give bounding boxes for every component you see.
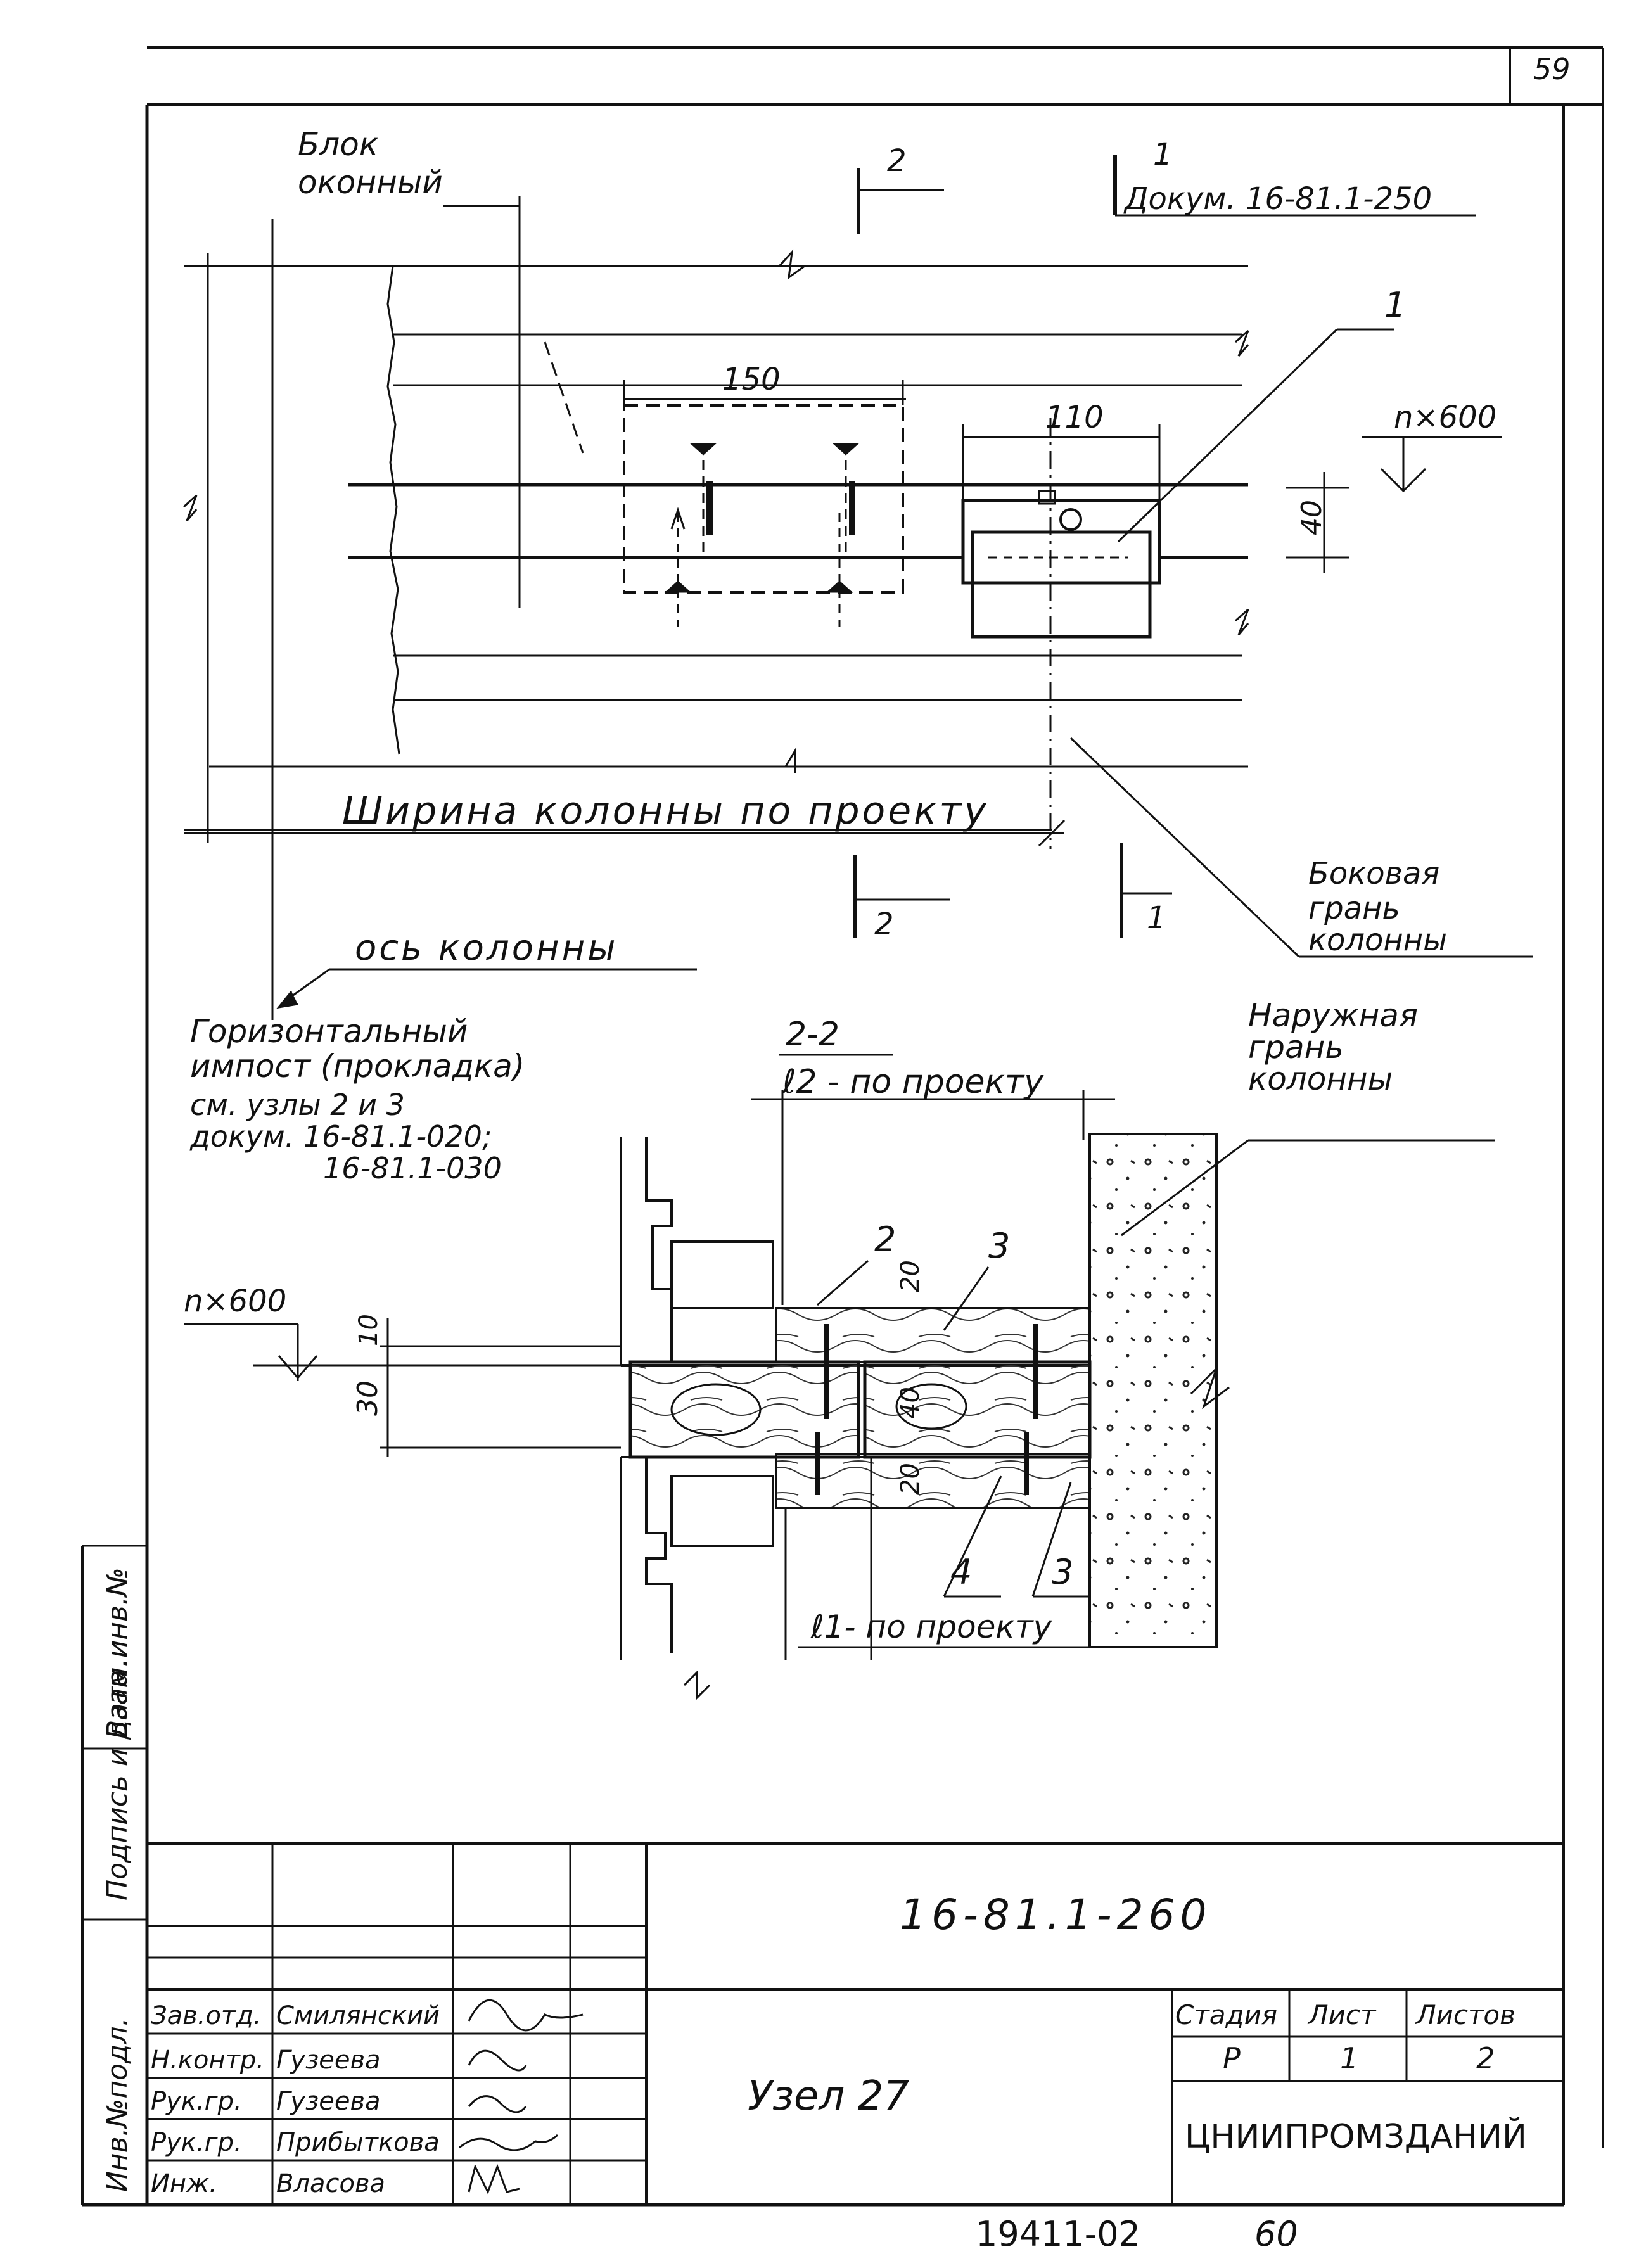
side-face-label-2: грань: [1308, 891, 1400, 926]
section-1-bottom: 1: [1147, 900, 1166, 936]
dim-40-plan: 40: [1296, 500, 1328, 535]
mullion-label-1: Горизонтальный: [190, 1013, 468, 1050]
callout-1: 1: [1384, 285, 1406, 325]
sheet-header: Лист: [1307, 1999, 1377, 2030]
column-axis-label: ось колонны: [355, 927, 618, 969]
ref-nodes-3: 16-81.1-030: [323, 1151, 502, 1185]
doc-code: 16-81.1-260: [900, 1890, 1212, 1939]
dim-20-bottom: 20: [896, 1463, 925, 1495]
l2-dim-label: ℓ2 - по проекту: [782, 1063, 1044, 1101]
window-block-label-2: оконный: [298, 164, 443, 201]
mullion-label-2: импост (прокладка): [190, 1048, 525, 1085]
side-inv-label: Инв.№подл.: [101, 2017, 134, 2192]
callout-4: 4: [950, 1552, 972, 1592]
name-4: Власова: [276, 2169, 385, 2198]
section-2-top: 2: [887, 143, 907, 179]
page-number: 59: [1533, 52, 1571, 86]
dim-110: 110: [1045, 400, 1104, 435]
organization: ЦНИИПРОМЗДАНИЙ: [1185, 2117, 1527, 2156]
l1-dim-label: ℓ1- по проекту: [810, 1609, 1053, 1645]
name-2: Гузеева: [276, 2087, 381, 2116]
role-0: Зав.отд.: [151, 2001, 262, 2030]
side-face-label-3: колонны: [1308, 922, 1447, 958]
column-width-label: Ширина колонны по проекту: [342, 789, 989, 833]
reference-doc: Докум. 16-81.1-250: [1123, 181, 1432, 217]
title-block: [147, 1842, 1564, 2205]
stage-header: Стадия: [1175, 1999, 1277, 2030]
spacing-plan: n×600: [1394, 400, 1496, 435]
section-2-bottom: 2: [874, 907, 894, 942]
dim-20-top: 20: [896, 1260, 925, 1292]
sheet-value: 1: [1340, 2041, 1358, 2075]
outer-face-label-3: колонны: [1248, 1061, 1393, 1097]
archive-number: 19411-02: [976, 2214, 1140, 2254]
role-4: Инж.: [151, 2169, 217, 2198]
callout-3-bottom: 3: [1052, 1552, 1073, 1592]
bottom-page: 60: [1254, 2214, 1298, 2254]
callout-3-top: 3: [988, 1226, 1010, 1266]
dim-40-section: 40: [896, 1387, 925, 1419]
drawing-title: Узел 27: [748, 2073, 909, 2120]
dim-10: 10: [354, 1314, 383, 1346]
side-replace-label: Взам.инв.№: [101, 1567, 134, 1739]
sheets-header: Листов: [1415, 1999, 1515, 2030]
dim-30: 30: [352, 1380, 384, 1416]
sheets-value: 2: [1476, 2041, 1495, 2075]
name-3: Прибыткова: [276, 2128, 440, 2157]
side-face-label-1: Боковая: [1308, 856, 1439, 891]
callout-2: 2: [874, 1220, 896, 1259]
section-labels: 2-2 ℓ2 - по проекту Горизонтальный импос…: [184, 997, 1418, 1645]
outer-face-label-1: Наружная: [1248, 997, 1418, 1034]
outer-face-label-2: грань: [1248, 1029, 1344, 1066]
plan-view: [182, 155, 1533, 1020]
title-block-text: 16-81.1-260 Узел 27 ЦНИИПРОМЗДАНИЙ Стади…: [151, 1890, 1527, 2198]
section-view: [184, 1090, 1495, 1700]
section-1-top: 1: [1153, 137, 1173, 172]
ref-nodes-1: см. узлы 2 и 3: [190, 1088, 405, 1122]
sheet-frame: [81, 46, 1604, 2207]
name-1: Гузеева: [276, 2046, 381, 2075]
role-3: Рук.гр.: [151, 2128, 242, 2157]
signature-marks: [459, 1999, 584, 2195]
dim-150: 150: [722, 362, 781, 397]
window-block-label: Блок: [298, 126, 378, 163]
spacing-section: n×600: [184, 1284, 286, 1319]
section-title: 2-2: [786, 1016, 839, 1054]
side-stamp: Инв.№подл. Подпись и дата Взам.инв.№: [101, 1567, 134, 2192]
ref-nodes-2: докум. 16-81.1-020;: [189, 1119, 492, 1154]
side-sign-label: Подпись и дата: [101, 1670, 134, 1901]
role-2: Рук.гр.: [151, 2087, 242, 2116]
role-1: Н.контр.: [151, 2046, 264, 2075]
stage-value: Р: [1223, 2041, 1241, 2075]
name-0: Смилянский: [276, 2001, 440, 2030]
plan-labels: Блок оконный 2 1 Докум. 16-81.1-250 150 …: [298, 126, 1496, 969]
